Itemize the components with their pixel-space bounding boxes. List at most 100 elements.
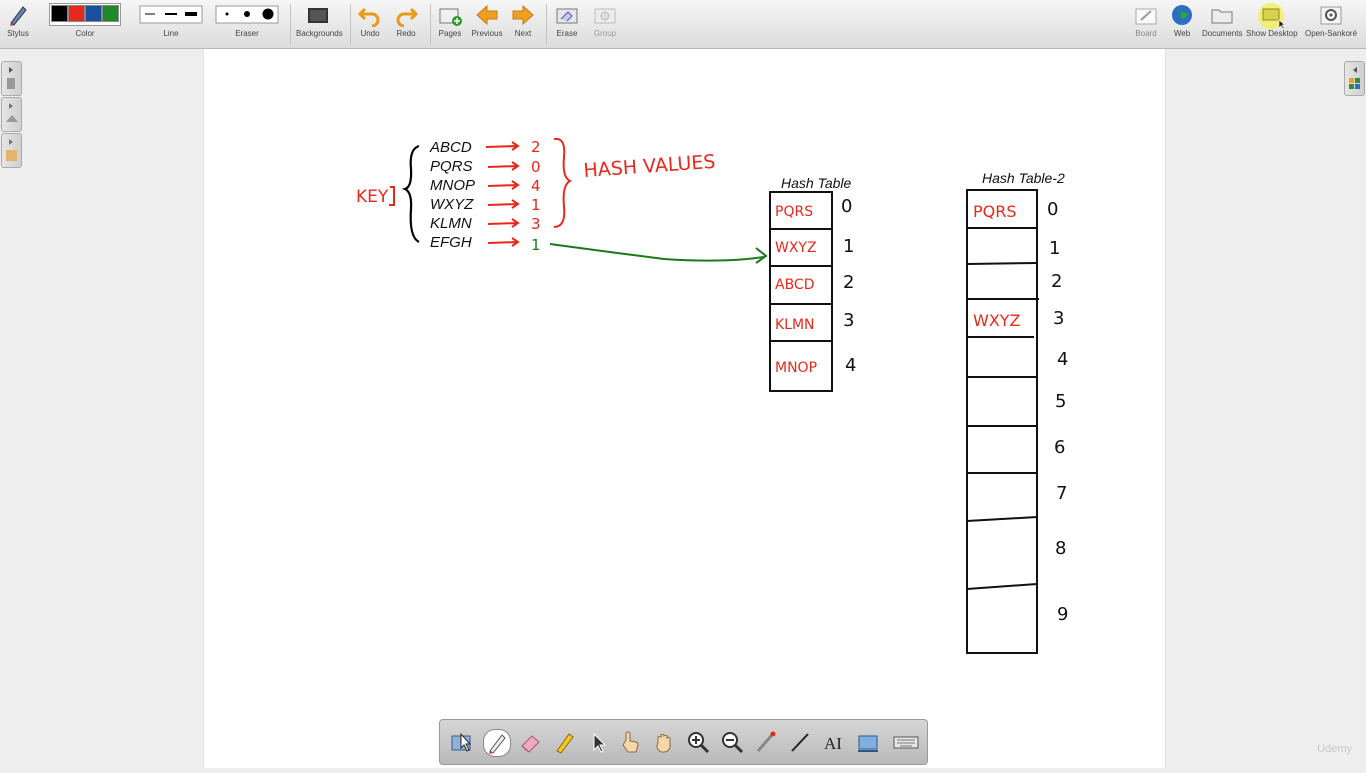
table2-index: 3 [1053,308,1064,329]
table1-index: 1 [843,236,854,257]
gear-icon [1318,3,1344,27]
table2-index: 2 [1051,271,1062,292]
key-text: EFGH [430,234,472,251]
zoom-out-icon [722,732,744,754]
table2-index: 7 [1056,483,1067,504]
right-panel-tab[interactable] [1344,61,1365,96]
key-text: WXYZ [430,196,474,213]
hash-value: 0 [531,158,541,176]
globe-icon [1169,3,1195,27]
arrow-left-icon [474,3,500,27]
backgrounds-icon [305,3,331,27]
next-button[interactable]: Next [508,3,538,38]
virtual-keyboard-button[interactable] [892,730,920,754]
color-green-swatch[interactable] [102,5,119,22]
table2-cell: WXYZ [973,311,1021,330]
backgrounds-button[interactable]: Backgrounds [296,3,343,38]
select-button[interactable] [586,730,610,754]
hash-values-label: HASH VALUES [583,151,716,182]
svg-text:AI: AI [824,734,842,753]
highlighter-button[interactable] [552,730,576,754]
arrow-right-icon [510,3,536,27]
pen-button[interactable] [483,729,511,757]
pointer-arrow-icon [593,732,607,753]
line-tool-button[interactable] [788,730,812,754]
laser-pointer-icon [756,731,776,752]
pages-button[interactable]: Pages [436,3,464,38]
whiteboard-drawing: KEY ABCD PQRS MNOP WXYZ KLMN EFGH 2 0 4 … [356,137,1068,654]
hand-icon [656,733,671,753]
key-text: ABCD [429,139,472,156]
left-panel-tab-pages[interactable] [1,61,22,96]
undo-button[interactable]: Undo [356,3,384,38]
key-text: MNOP [430,177,475,194]
documents-button[interactable]: Documents [1202,3,1242,38]
hash-table-1: PQRS WXYZ ABCD KLMN MNOP 0 1 2 3 4 [769,191,856,392]
zoom-in-icon [688,732,710,754]
hash-table-title: Hash Table [781,175,852,191]
keyboard-icon [893,736,919,749]
group-button[interactable]: Group [590,3,620,38]
color-blue-swatch[interactable] [85,5,102,22]
zoom-in-button[interactable] [686,730,710,754]
table1-index: 2 [843,272,854,293]
main-toolbar: Stylus Color Line Eraser Backgrounds [0,0,1366,49]
previous-button[interactable]: Previous [470,3,504,38]
eraser-size-group: Eraser [214,3,280,38]
library-icon [6,103,18,122]
color-red-swatch[interactable] [68,5,85,22]
text-icon: AI [824,734,842,753]
table1-cell: ABCD [775,277,815,293]
laser-pointer-button[interactable] [754,730,778,754]
table2-index: 0 [1047,199,1058,220]
zoom-out-button[interactable] [720,730,744,754]
capture-button[interactable] [856,730,880,754]
left-panel-tab-library[interactable] [1,97,22,132]
table2-cell: PQRS [973,202,1017,221]
stylus-icon [5,3,31,27]
features-icon [6,139,17,161]
chevron-left-icon [1349,67,1360,89]
erase-button[interactable]: Erase [552,3,582,38]
undo-icon [357,3,383,28]
highlighter-icon [556,733,574,754]
board-button[interactable]: Board [1132,3,1160,38]
udemy-watermark: Udemy [1317,743,1352,755]
text-tool-button[interactable]: AI [822,730,846,754]
hash-table-2-title: Hash Table-2 [982,170,1065,186]
hash-value: 1 [531,196,541,214]
select-and-modify-button[interactable] [449,730,473,754]
whiteboard-canvas[interactable]: KEY ABCD PQRS MNOP WXYZ KLMN EFGH 2 0 4 … [203,49,1166,768]
selector-icon [451,732,472,752]
table1-cell: PQRS [775,204,813,220]
show-desktop-button[interactable]: Show Desktop [1246,3,1298,38]
line-width-group: Line [138,3,204,38]
hash-table-2: PQRS WXYZ 0 1 2 3 4 5 6 7 8 9 [966,189,1068,654]
table1-cell: MNOP [775,360,817,376]
show-desktop-icon [1258,3,1286,30]
pan-button[interactable] [652,730,676,754]
web-button[interactable]: Web [1168,3,1196,38]
pen-icon [489,734,506,754]
interact-button[interactable] [618,730,642,754]
key-label: KEY [356,187,389,207]
left-panel-tab-features[interactable] [1,133,22,168]
table1-cell: KLMN [775,317,815,333]
group-icon [592,3,618,27]
redo-button[interactable]: Redo [392,3,420,38]
eraser-button[interactable] [518,730,542,754]
table1-index: 3 [843,310,854,331]
erase-icon [554,3,580,27]
hash-value: 1 [531,236,541,254]
eraser-icon [521,735,540,753]
board-icon [1133,3,1159,27]
redo-icon [393,3,419,28]
stylus-button[interactable]: Stylus [4,3,32,38]
table1-index: 4 [845,355,856,376]
key-text: PQRS [430,158,473,175]
folder-icon [1209,3,1235,27]
open-sankore-button[interactable]: Open-Sankoré [1300,3,1362,38]
stylus-palette: AI [439,719,928,765]
table2-index: 4 [1057,349,1068,370]
color-black-swatch[interactable] [51,5,68,22]
